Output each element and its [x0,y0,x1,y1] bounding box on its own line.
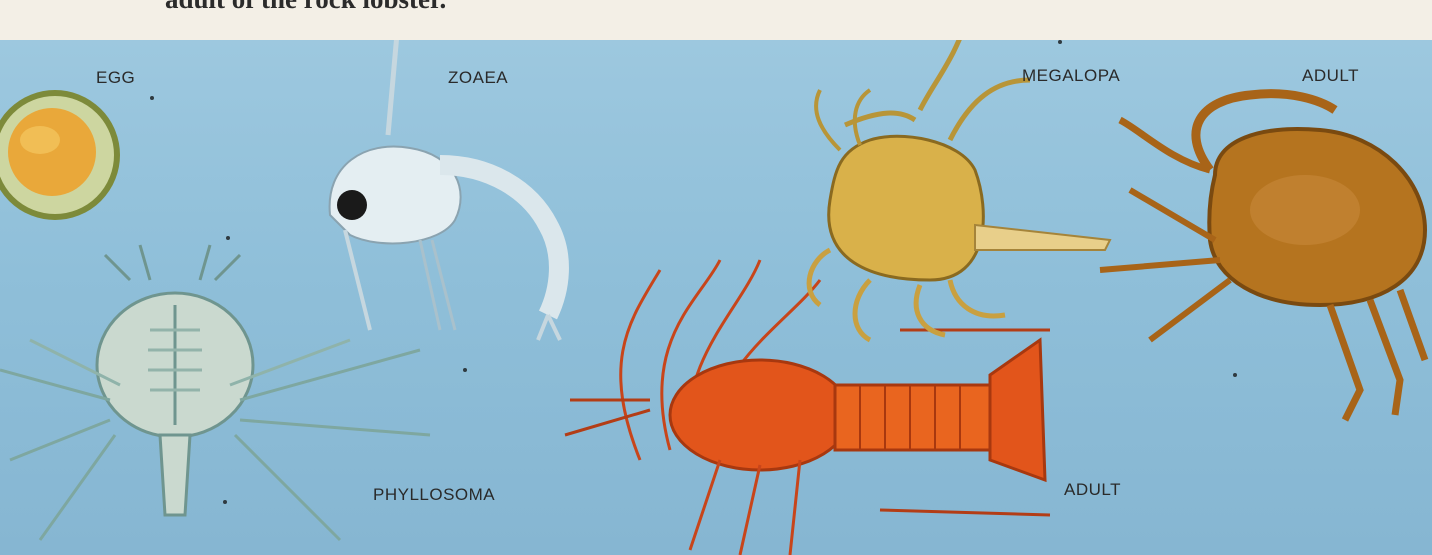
zoaea-illustration [330,40,560,340]
phyllosoma-label: PHYLLOSOMA [373,485,495,505]
zoaea-label: ZOAEA [448,68,508,88]
caption-text: adult of the rock lobster. [165,0,446,15]
megalopa-label: MEGALOPA [1022,66,1120,86]
rock-lobster-illustration [565,260,1050,555]
egg-label: EGG [96,68,135,88]
crab-adult-label: ADULT [1302,66,1359,86]
illustration-plate: EGG ZOAEA MEGALOPA ADULT PHYLLOSOMA ADUL… [0,40,1432,555]
crab-illustration [1100,94,1425,420]
egg-illustration [0,93,117,217]
caption-strip: adult of the rock lobster. [0,0,1432,40]
phyllosoma-illustration [0,245,430,540]
lobster-adult-label: ADULT [1064,480,1121,500]
life-cycle-illustration [0,40,1432,555]
